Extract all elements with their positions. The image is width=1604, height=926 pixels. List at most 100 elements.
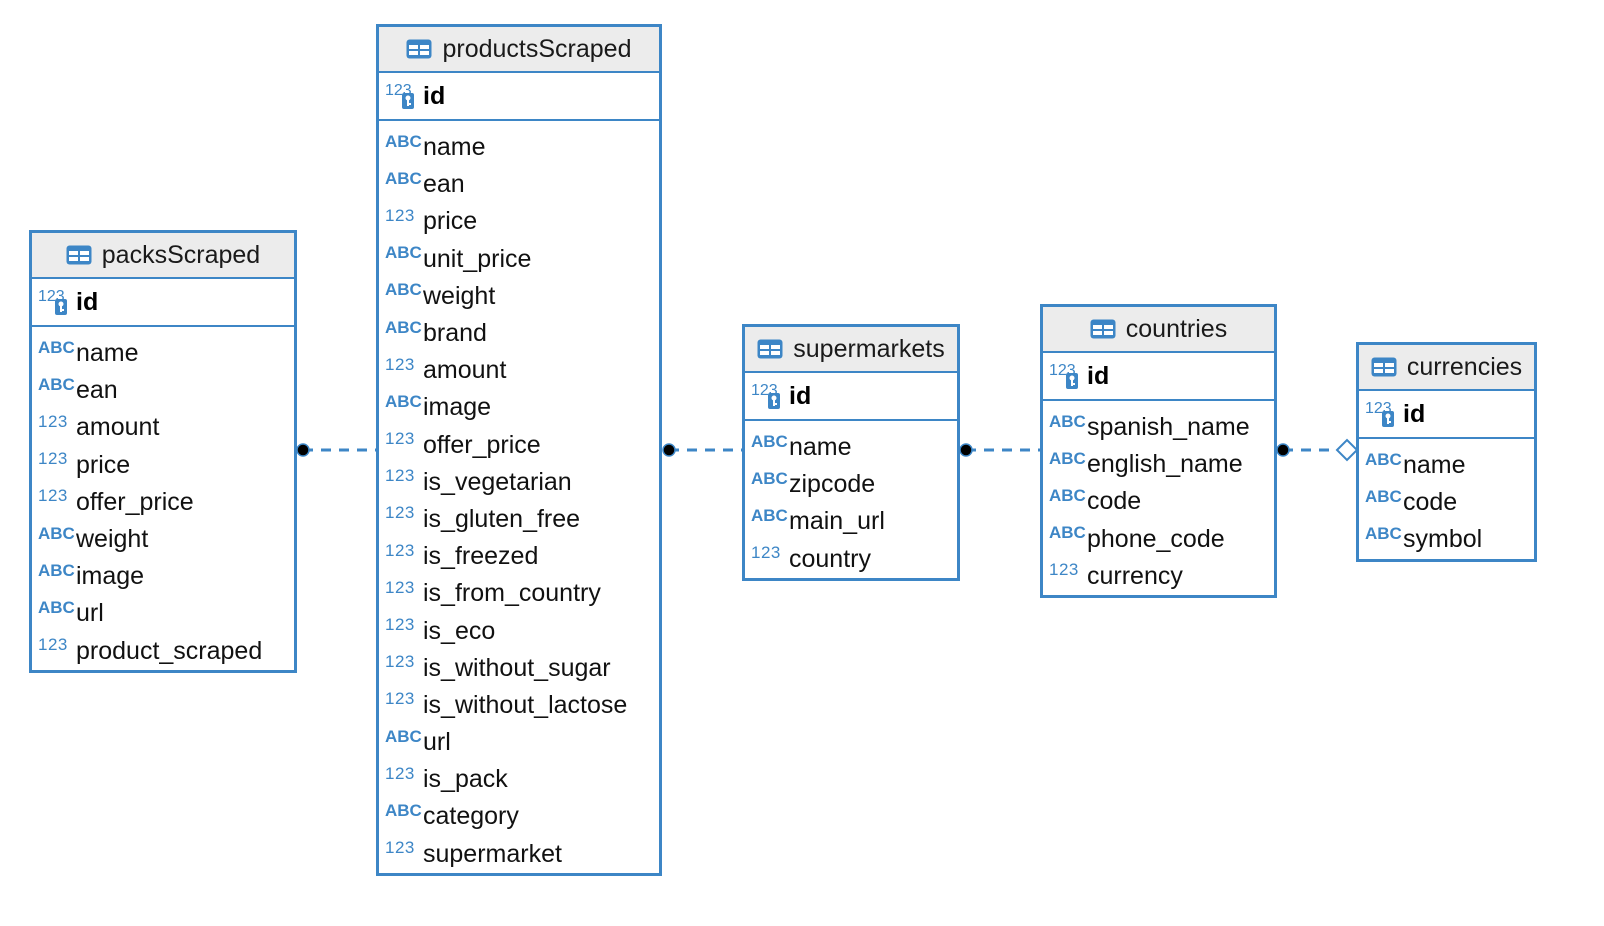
column-type-badge: ABC <box>751 431 788 451</box>
column-name: unit_price <box>423 244 532 273</box>
column-name: phone_code <box>1087 524 1225 553</box>
entity-header[interactable]: countries <box>1043 307 1274 353</box>
relationship-packs-products[interactable] <box>296 443 376 457</box>
column-type-badge: ABC <box>1365 449 1402 469</box>
table-icon <box>1090 319 1116 339</box>
entity-title: supermarkets <box>793 334 945 363</box>
relationship-countries-currencies[interactable] <box>1276 438 1359 462</box>
column-name: spanish_name <box>1087 413 1250 442</box>
column-type-badge: 123 <box>385 354 415 374</box>
relationship-dot-marker <box>1276 443 1290 457</box>
column-type-badge: ABC <box>385 131 422 151</box>
column-name: name <box>789 433 852 462</box>
relationship-products-supermarkets[interactable] <box>662 443 744 457</box>
column-type-badge: 123 <box>385 205 415 225</box>
entity-header[interactable]: productsScraped <box>379 27 659 73</box>
column-type-badge: ABC <box>1365 523 1402 543</box>
column-name: name <box>1403 451 1466 480</box>
column-name: offer_price <box>76 487 194 516</box>
column-row[interactable]: 123 is_gluten_free <box>379 501 659 538</box>
column-row[interactable]: 123 supermarket <box>379 836 659 873</box>
column-type-badge: 123 <box>385 838 415 858</box>
column-name: supermarket <box>423 839 562 868</box>
column-name: image <box>423 393 492 422</box>
primary-key-icon: 123 <box>1365 400 1394 427</box>
column-name: is_gluten_free <box>423 504 581 533</box>
column-type-badge: ABC <box>1049 411 1086 431</box>
column-type-badge: ABC <box>385 800 422 820</box>
column-type-badge: 123 <box>385 503 415 523</box>
column-name: brand <box>423 319 487 348</box>
column-type-badge: ABC <box>385 168 422 188</box>
column-row[interactable]: 123 offer_price <box>32 484 294 521</box>
column-type-badge: 123 <box>385 429 415 449</box>
relationship-dot-marker <box>662 443 676 457</box>
column-type-badge: ABC <box>385 317 422 337</box>
entity-header[interactable]: currencies <box>1359 345 1534 391</box>
entity-header[interactable]: packsScraped <box>32 233 294 279</box>
column-type-badge: 123 <box>38 486 68 506</box>
entity-title: currencies <box>1406 352 1523 381</box>
relationship-supermarkets-countries[interactable] <box>959 443 1042 457</box>
primary-key-icon: 123 <box>751 382 780 409</box>
column-type-badge: ABC <box>38 374 75 394</box>
entity-header[interactable]: supermarkets <box>745 327 957 373</box>
column-name: weight <box>423 281 496 310</box>
column-type-badge: 123 <box>385 615 415 635</box>
column-type-badge: ABC <box>385 726 422 746</box>
entity-title: packsScraped <box>101 240 261 269</box>
column-type-badge: ABC <box>38 560 75 580</box>
column-type-badge: 123 <box>385 577 415 597</box>
column-name: is_without_sugar <box>423 653 611 682</box>
